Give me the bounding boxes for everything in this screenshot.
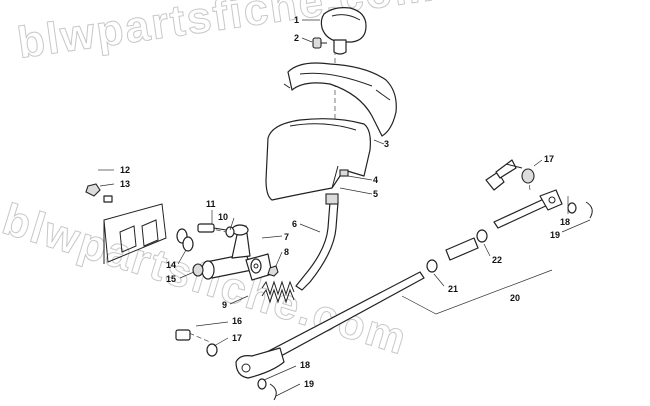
callout-6: 6 — [292, 219, 297, 229]
callout-15: 15 — [166, 274, 176, 284]
callout-3: 3 — [384, 139, 389, 149]
bolt-11[interactable] — [197, 223, 227, 233]
shift-boot-lower[interactable] — [265, 118, 371, 201]
callout-16: 16 — [232, 316, 242, 326]
screw-2[interactable] — [312, 37, 327, 49]
rod-end-21[interactable] — [426, 259, 438, 273]
shift-rod[interactable] — [235, 271, 425, 379]
callout-4: 4 — [373, 175, 378, 185]
assembly-bracket-20 — [401, 269, 553, 315]
callout-19-lower: 19 — [304, 379, 314, 389]
shift-knob[interactable] — [320, 7, 367, 55]
mounting-bracket — [103, 203, 167, 264]
washer-18-lower[interactable] — [257, 378, 267, 390]
callout-11: 11 — [206, 199, 216, 209]
nut-17-lower[interactable] — [206, 343, 218, 357]
nut-12[interactable] — [85, 183, 101, 197]
clip-19-lower[interactable] — [269, 383, 277, 401]
callout-5: 5 — [373, 189, 378, 199]
washer-18-right[interactable] — [567, 202, 577, 214]
watermark-middle: blwpartsfiche.com — [0, 195, 413, 365]
callout-8: 8 — [284, 247, 289, 257]
bolt-13[interactable] — [103, 195, 113, 203]
nut-15[interactable] — [192, 263, 204, 277]
shift-boot-upper[interactable] — [283, 62, 397, 137]
callout-14: 14 — [166, 260, 176, 270]
washer-14[interactable] — [176, 228, 194, 252]
callout-18-lower: 18 — [300, 360, 310, 370]
callout-20: 20 — [510, 293, 520, 303]
callout-19-right: 19 — [550, 230, 560, 240]
callout-22: 22 — [492, 255, 502, 265]
nut-17-right[interactable] — [521, 168, 535, 184]
callout-17-right: 17 — [544, 154, 554, 164]
callout-2: 2 — [294, 33, 299, 43]
callout-12: 12 — [120, 165, 130, 175]
sleeve-22[interactable] — [445, 229, 488, 261]
callout-7: 7 — [284, 232, 289, 242]
nut-8[interactable] — [267, 265, 279, 277]
spring[interactable] — [261, 280, 295, 304]
callout-10: 10 — [218, 212, 228, 222]
clip-19-right[interactable] — [585, 201, 593, 219]
callout-13: 13 — [120, 179, 130, 189]
watermark-top: blwpartsfiche.com — [15, 0, 438, 68]
callout-1: 1 — [294, 15, 299, 25]
washer-10[interactable] — [225, 226, 235, 238]
washer-7[interactable] — [250, 258, 262, 274]
pivot-assembly[interactable] — [201, 224, 273, 281]
bushing-4[interactable] — [339, 169, 349, 177]
linkage-right[interactable] — [485, 159, 523, 191]
callout-21: 21 — [448, 284, 458, 294]
shift-lever[interactable] — [295, 193, 339, 291]
threaded-rod-right[interactable] — [493, 189, 563, 229]
callout-17-lower: 17 — [232, 333, 242, 343]
callout-18-right: 18 — [560, 217, 570, 227]
bolt-16[interactable] — [175, 329, 191, 341]
callout-9: 9 — [222, 300, 227, 310]
